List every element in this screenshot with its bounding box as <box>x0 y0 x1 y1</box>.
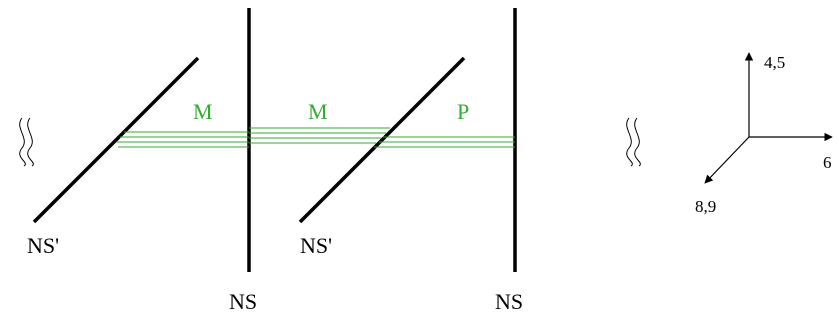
label-ns-right: NS <box>495 289 523 314</box>
label-m-left: M <box>193 99 213 124</box>
label-p: P <box>457 99 469 124</box>
squiggle-right-icon <box>626 117 641 167</box>
ns-prime-brane-right <box>298 56 466 224</box>
ns-prime-brane-left <box>32 56 200 224</box>
axis-label-right: 6 <box>823 153 832 172</box>
label-ns-prime-left: NS' <box>27 233 59 258</box>
axis-down-left-arrow <box>704 136 750 184</box>
label-m-right: M <box>308 99 328 124</box>
string-stack <box>116 127 515 148</box>
label-ns-prime-right: NS' <box>300 233 332 258</box>
axis-label-up: 4,5 <box>764 53 785 72</box>
coordinate-axes: 4,5 6 8,9 <box>695 52 833 216</box>
label-ns-left: NS <box>229 289 257 314</box>
squiggle-left-icon <box>19 117 34 167</box>
axis-label-down-left: 8,9 <box>695 197 716 216</box>
